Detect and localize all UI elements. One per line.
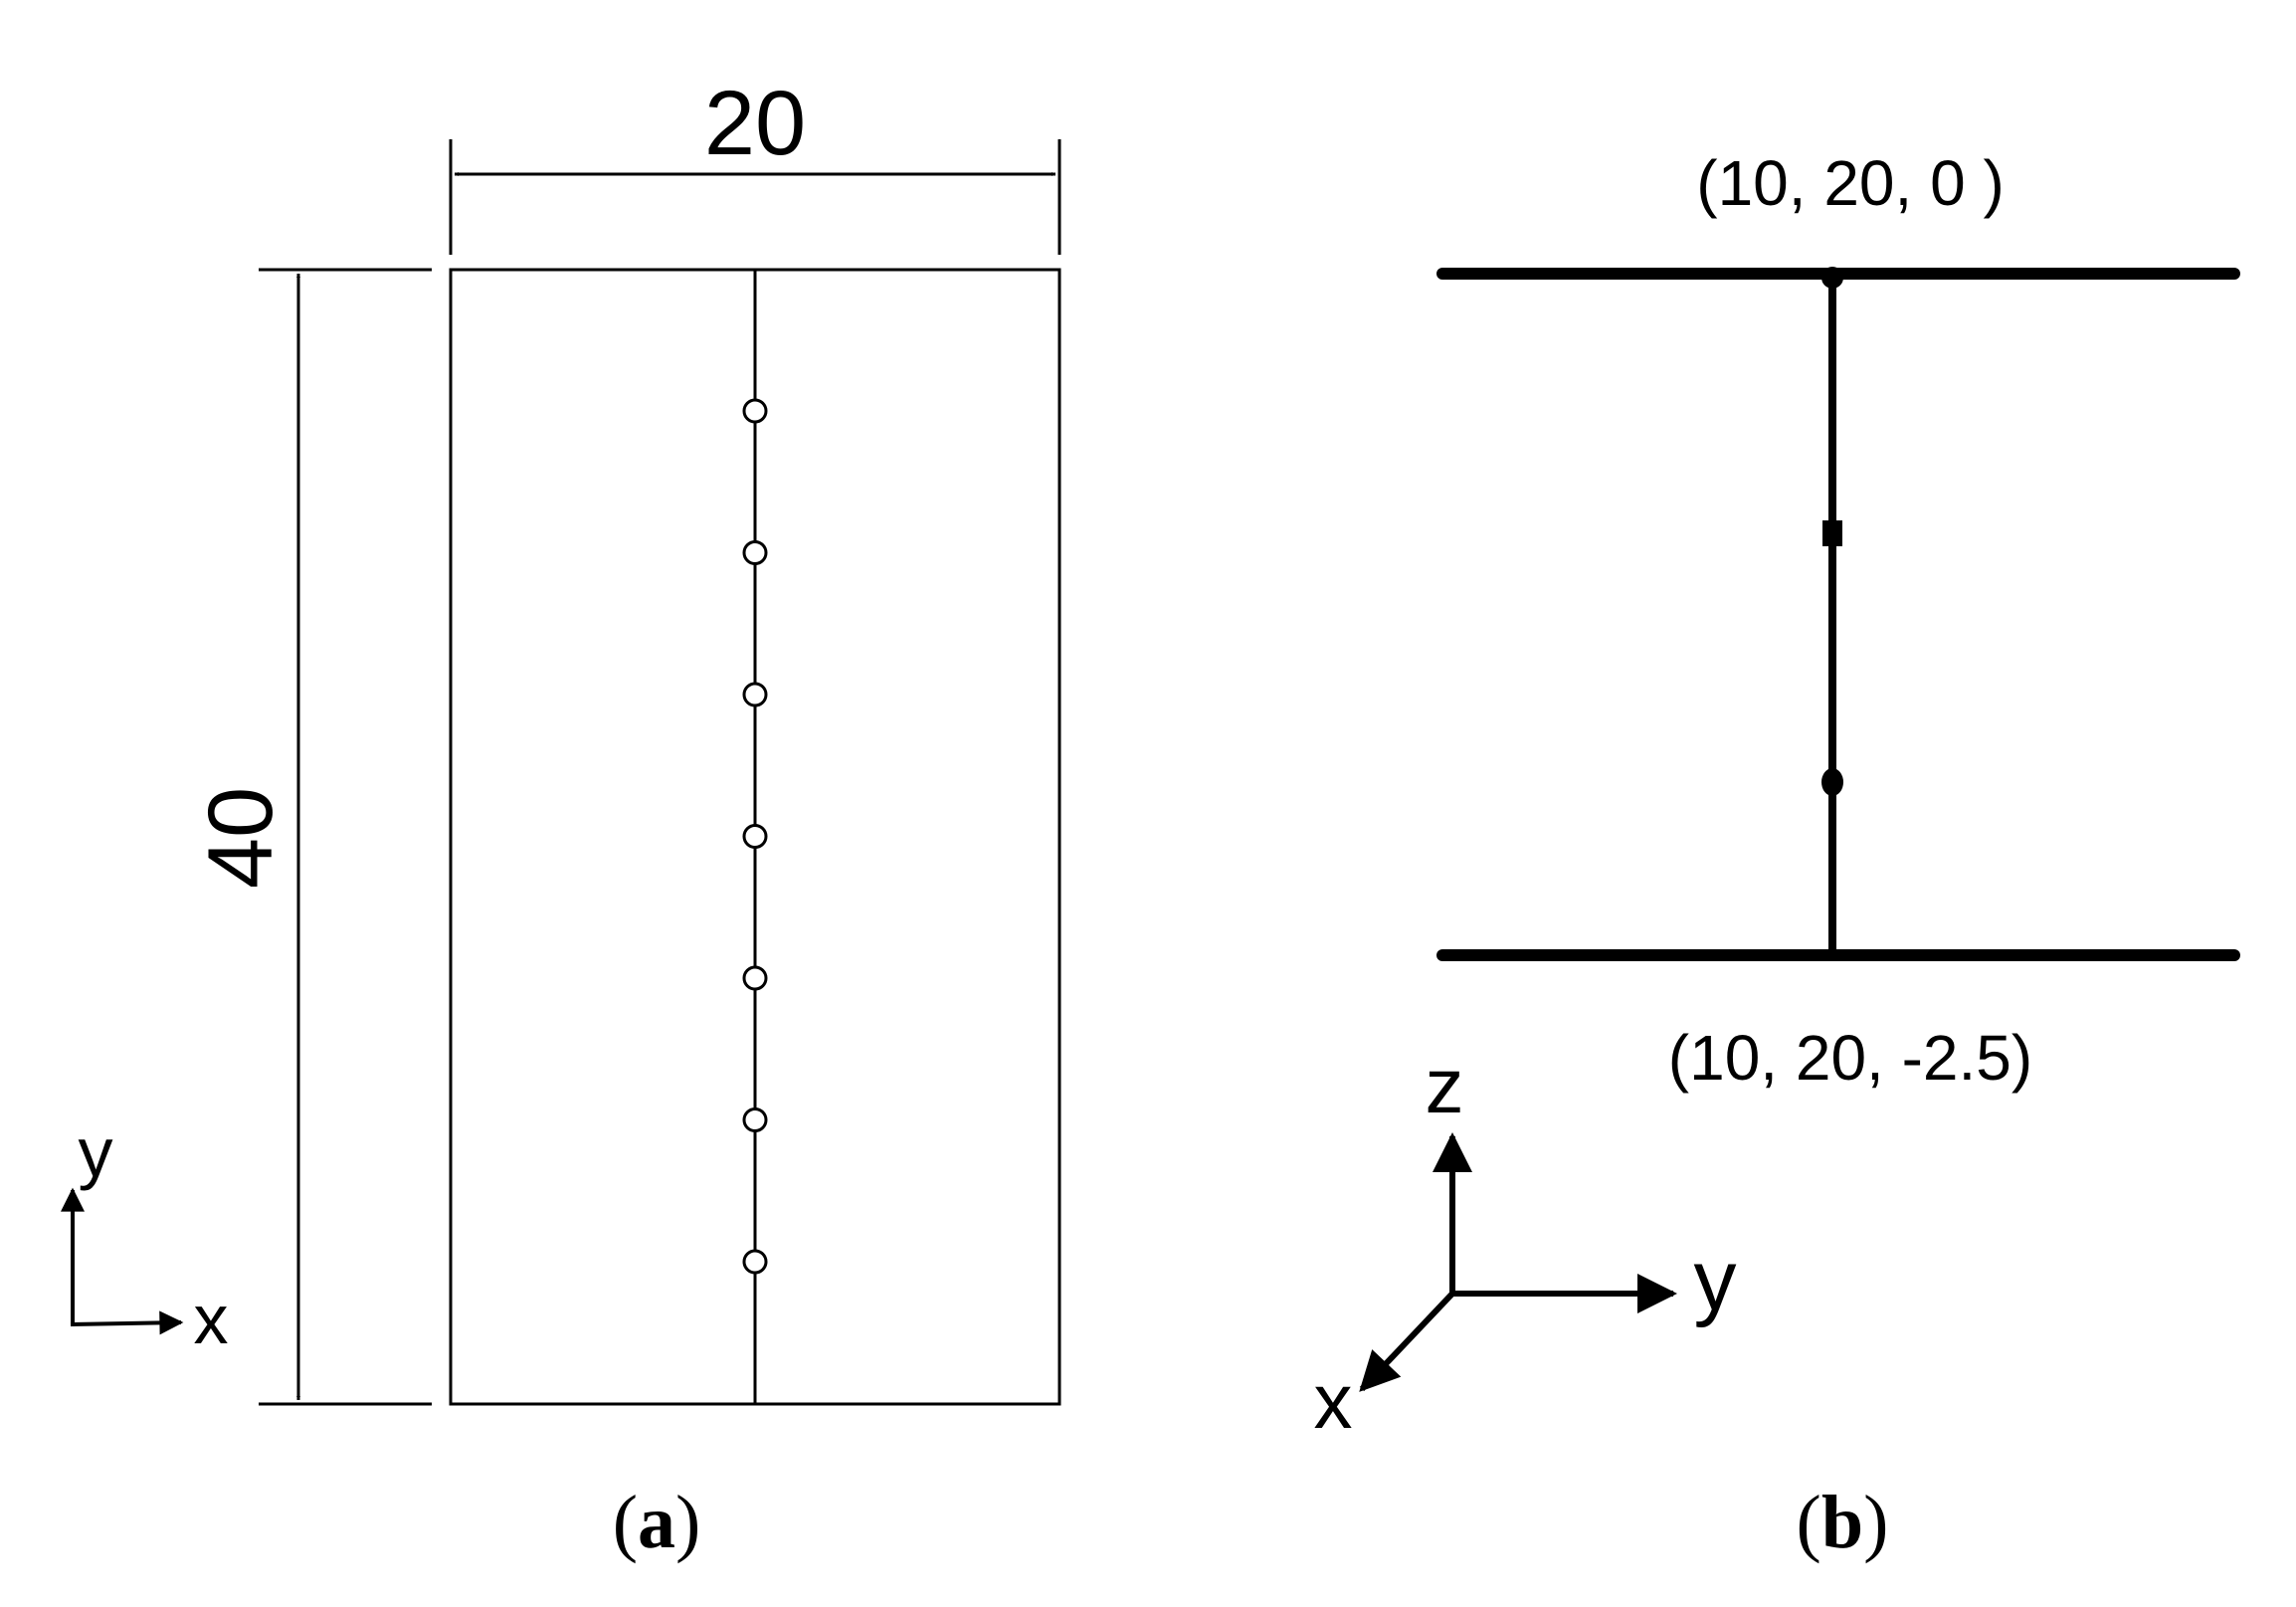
axis-y-label-b: y <box>1694 1233 1737 1328</box>
width-dimension-label: 20 <box>704 73 806 174</box>
measurement-point <box>742 1107 768 1132</box>
depth-point-top <box>1821 267 1843 289</box>
measurement-point <box>742 824 768 849</box>
measurement-point <box>742 1249 768 1275</box>
panel-b: (10, 20, 0 ) (10, 20, -2.5) z y x (b) <box>1314 147 2240 1564</box>
measurement-points <box>742 398 768 1275</box>
measurement-point <box>742 398 768 424</box>
depth-point-middle <box>1822 520 1842 546</box>
measurement-point <box>742 682 768 707</box>
axis-x-label: x <box>194 1281 229 1358</box>
axis-x-arrow <box>70 1310 184 1335</box>
axis-indicator-a: y x <box>61 1113 229 1358</box>
panel-a: 20 40 y x (a) <box>61 73 1061 1564</box>
axis-x-label-b: x <box>1314 1357 1353 1445</box>
depth-point-lower <box>1821 768 1843 796</box>
axis-x-arrow-b <box>1359 1291 1455 1392</box>
axis-z-label: z <box>1426 1042 1464 1129</box>
width-dimension: 20 <box>449 73 1061 255</box>
panel-a-caption: (a) <box>613 1481 701 1564</box>
measurement-point <box>742 540 768 565</box>
panel-b-caption: (b) <box>1797 1481 1889 1564</box>
measurement-point <box>742 965 768 991</box>
axis-indicator-b: z y x <box>1314 1042 1737 1445</box>
axis-y-label: y <box>79 1113 113 1191</box>
bottom-point-label: (10, 20, -2.5) <box>1668 1022 2032 1094</box>
height-dimension: 40 <box>190 268 432 1406</box>
top-point-label: (10, 20, 0 ) <box>1696 147 2005 219</box>
height-dimension-label: 40 <box>190 787 291 889</box>
